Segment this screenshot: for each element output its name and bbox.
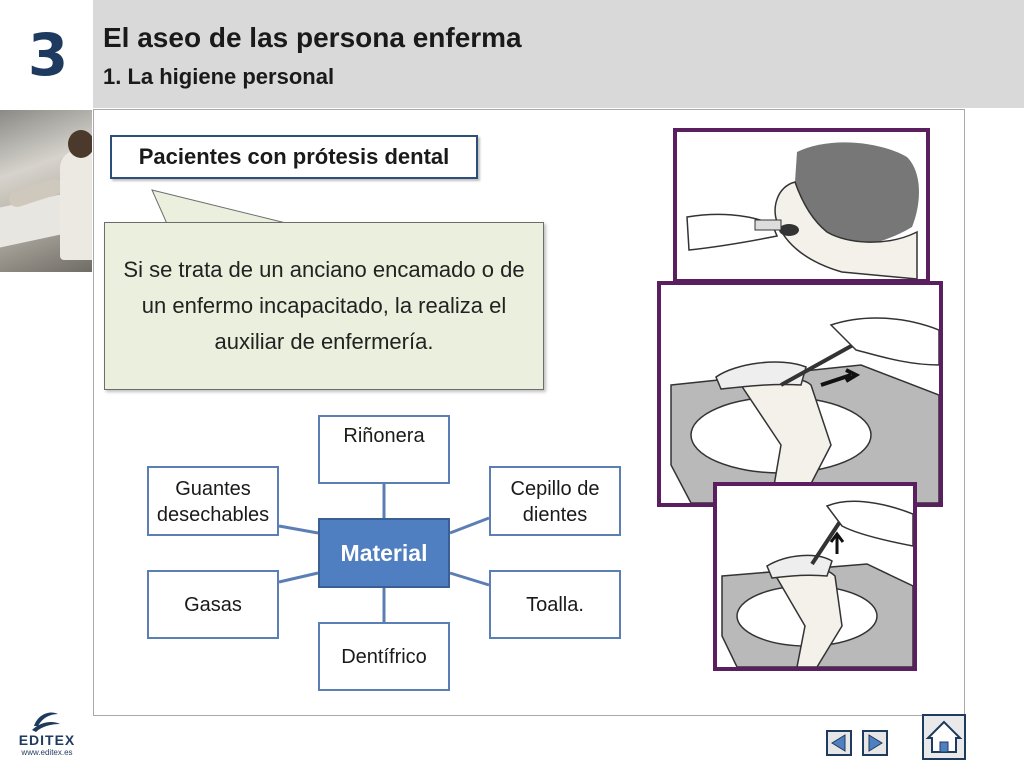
- brushing-hand-shape: [825, 500, 913, 547]
- node-dentifrico: Dentífrico: [318, 622, 450, 691]
- page-title: El aseo de las persona enferma: [103, 22, 522, 53]
- note-box: Si se trata de un anciano encamado o de …: [104, 222, 544, 390]
- section-heading: Pacientes con prótesis dental: [110, 135, 478, 179]
- logo-name: EDITEX: [18, 732, 76, 748]
- brush-denture-drawing: [670, 317, 939, 503]
- mouth-shape: [779, 224, 799, 236]
- header-bar: [93, 0, 1024, 108]
- side-photo: [0, 110, 92, 272]
- page-subtitle: 1. La higiene personal: [103, 64, 335, 89]
- prev-arrow-icon[interactable]: [826, 730, 852, 756]
- next-arrow-icon[interactable]: [862, 730, 888, 756]
- motion-arrow-icon: [820, 368, 861, 387]
- hair-shape: [795, 142, 919, 247]
- chapter-number: 3: [27, 21, 69, 89]
- logo-url: www.editex.es: [21, 748, 73, 757]
- denture-shape: [715, 361, 807, 390]
- rinse-denture-drawing: [721, 500, 913, 667]
- note-text: Si se trata de un anciano encamado o de …: [123, 257, 525, 354]
- up-arrow-icon: [829, 531, 845, 554]
- node-toalla: Toalla.: [489, 570, 621, 639]
- face-shape: [774, 181, 918, 279]
- illustration-brush-denture: [657, 281, 943, 507]
- illustration-rinse-denture: [713, 482, 917, 671]
- brushing-hand-shape: [829, 317, 939, 366]
- denture-shape: [766, 554, 833, 579]
- node-material: Material: [318, 518, 450, 588]
- editex-logo-icon: [32, 712, 60, 732]
- remove-denture-drawing: [686, 142, 919, 279]
- node-cepillo: Cepillo de dientes: [489, 466, 621, 536]
- nurse-head-shape: [68, 130, 92, 158]
- node-guantes: Guantes desechables: [147, 466, 279, 536]
- node-gasas: Gasas: [147, 570, 279, 639]
- nurse-shape: [60, 150, 92, 260]
- illustration-remove-denture: [673, 128, 930, 283]
- denture-shape: [754, 219, 782, 231]
- home-icon[interactable]: [922, 714, 966, 760]
- node-rinonera: Riñonera: [318, 415, 450, 484]
